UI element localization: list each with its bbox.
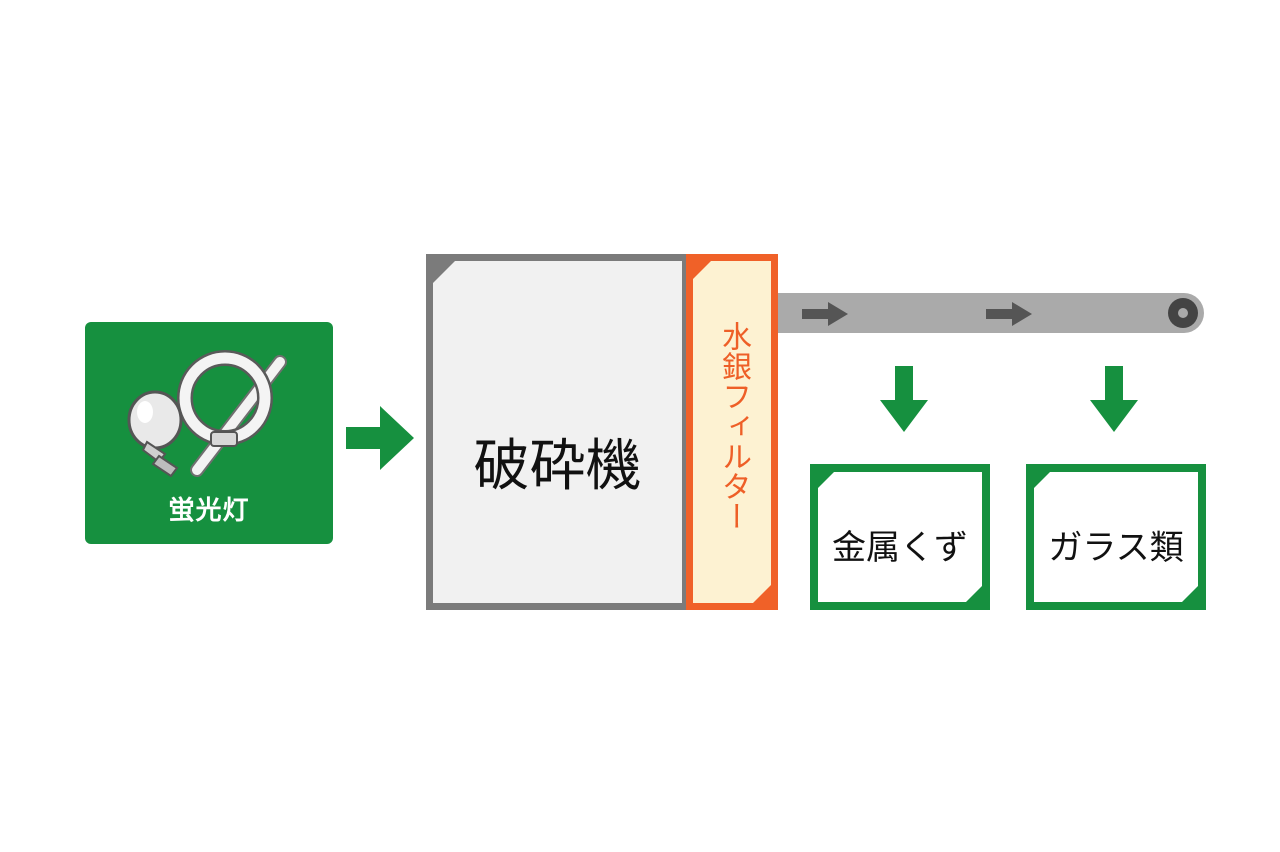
- crusher-label: 破砕機: [473, 434, 642, 499]
- arrow-down-icon: [880, 366, 928, 432]
- lamp-icons: [127, 350, 287, 478]
- conveyor-arrow-icon: [986, 302, 1032, 326]
- lamp-label: 蛍光灯: [168, 496, 250, 526]
- corner-notch: [692, 260, 712, 280]
- corner-notch: [817, 471, 835, 489]
- conveyor-roller-icon: [1168, 298, 1198, 328]
- circular-fluorescent-tube-icon: [177, 350, 273, 447]
- conveyor-arrow-icon: [802, 302, 848, 326]
- corner-notch: [433, 261, 455, 283]
- arrow-right-icon: [346, 406, 414, 470]
- arrow-down-icon: [1090, 366, 1138, 432]
- mercury-filter: 水銀フィルター: [686, 254, 778, 610]
- corner-notch: [1181, 585, 1199, 603]
- fluorescent-lamp-box: 蛍光灯: [85, 322, 333, 544]
- metal-scrap-label: 金属くず: [832, 528, 968, 568]
- filter-label: 水銀フィルター: [716, 321, 751, 531]
- light-bulb-icon: [127, 390, 183, 478]
- corner-notch: [752, 584, 772, 604]
- glass-label: ガラス類: [1048, 528, 1184, 568]
- crusher-box: 破砕機: [426, 254, 689, 610]
- corner-notch: [1033, 471, 1051, 489]
- metal-scrap-box: 金属くず: [810, 464, 990, 610]
- corner-notch: [965, 585, 983, 603]
- glass-box: ガラス類: [1026, 464, 1206, 610]
